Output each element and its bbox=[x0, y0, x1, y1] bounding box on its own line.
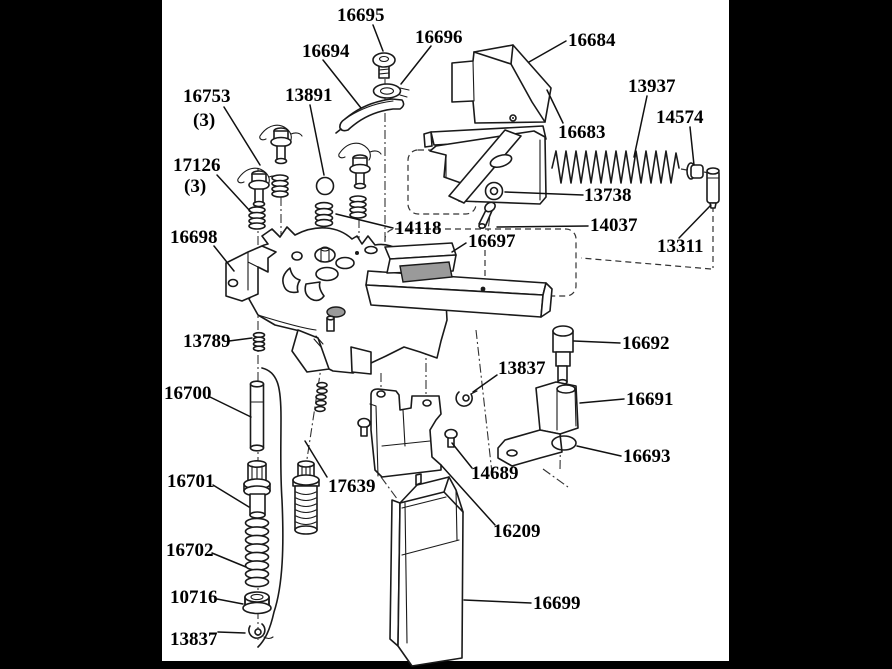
follower-16697 bbox=[384, 242, 457, 283]
part-label-16692: 16692 bbox=[622, 333, 670, 354]
grouping-brace bbox=[257, 367, 284, 648]
screw-14037 bbox=[478, 201, 496, 230]
spring-13937 bbox=[551, 150, 680, 184]
spring-16702 bbox=[244, 517, 270, 588]
pin-13311 bbox=[706, 167, 720, 209]
part-label-17126: 17126 bbox=[173, 155, 221, 176]
part-label-14574: 14574 bbox=[656, 107, 704, 128]
part-labels: 16695 16696 16694 16684 16753 (3) 13891 … bbox=[164, 5, 704, 650]
washer-16696 bbox=[372, 83, 410, 99]
piston-16701 bbox=[243, 459, 271, 519]
part-label-16701: 16701 bbox=[167, 471, 215, 492]
screw-16695 bbox=[372, 52, 396, 79]
valve-assembly-2 bbox=[259, 124, 303, 198]
part-label-13789: 13789 bbox=[183, 331, 231, 352]
part-label-13837-upper: 13837 bbox=[498, 358, 546, 379]
part-label-13937: 13937 bbox=[628, 76, 676, 97]
housing-16684 bbox=[451, 44, 552, 124]
oring-16693 bbox=[551, 435, 577, 451]
part-label-16753-qty: (3) bbox=[193, 110, 215, 131]
clip-13837-upper bbox=[455, 390, 478, 407]
part-label-16684: 16684 bbox=[568, 30, 616, 51]
part-label-16699: 16699 bbox=[533, 593, 581, 614]
spring-17126-3 bbox=[349, 195, 367, 219]
pin-16700 bbox=[249, 380, 265, 452]
clip-13837-lower bbox=[248, 623, 274, 640]
screw-14689-left bbox=[357, 417, 371, 437]
plate-16209 bbox=[369, 388, 442, 478]
spring-13789 bbox=[252, 331, 266, 352]
bracket-16698 bbox=[225, 245, 277, 302]
part-label-16683: 16683 bbox=[558, 122, 606, 143]
plug-14574 bbox=[686, 162, 704, 180]
part-label-16693: 16693 bbox=[623, 446, 671, 467]
part-label-13891: 13891 bbox=[285, 85, 333, 106]
part-label-17639: 17639 bbox=[328, 476, 376, 497]
part-label-14037: 14037 bbox=[590, 215, 638, 236]
pin-16692 bbox=[552, 325, 574, 386]
screw-14689-right bbox=[444, 428, 458, 448]
trigger-bracket bbox=[429, 129, 547, 205]
grommet-10716 bbox=[242, 591, 272, 615]
part-label-16702: 16702 bbox=[166, 540, 214, 561]
part-label-16696: 16696 bbox=[415, 27, 463, 48]
spring-14118 bbox=[314, 201, 334, 228]
magazine-16699 bbox=[389, 473, 464, 667]
part-label-14118: 14118 bbox=[395, 218, 441, 239]
part-label-13738: 13738 bbox=[584, 185, 632, 206]
part-label-16694: 16694 bbox=[302, 41, 350, 62]
part-label-16753: 16753 bbox=[183, 86, 231, 107]
part-label-10716: 10716 bbox=[170, 587, 218, 608]
leader-lines bbox=[209, 24, 712, 634]
part-label-16698: 16698 bbox=[170, 227, 218, 248]
bracket-16691 bbox=[497, 381, 579, 467]
valve-assembly-3 bbox=[338, 142, 382, 219]
part-label-16697: 16697 bbox=[468, 231, 516, 252]
part-label-17126-qty: (3) bbox=[184, 176, 206, 197]
part-label-14689: 14689 bbox=[471, 463, 519, 484]
plug-17639 bbox=[292, 460, 320, 535]
part-label-16695: 16695 bbox=[337, 5, 385, 26]
part-label-13837-lower: 13837 bbox=[170, 629, 218, 650]
spring-17126-1 bbox=[248, 206, 266, 230]
ball-13891 bbox=[315, 176, 335, 196]
part-label-13311: 13311 bbox=[657, 236, 703, 257]
part-label-16691: 16691 bbox=[626, 389, 674, 410]
part-label-16700: 16700 bbox=[164, 383, 212, 404]
lever-16694 bbox=[335, 98, 405, 134]
washer-13738 bbox=[484, 181, 504, 201]
spring-17639-upper bbox=[314, 381, 328, 413]
spring-17126-2 bbox=[271, 174, 289, 198]
valve-assembly-1 bbox=[237, 167, 281, 230]
part-label-16209: 16209 bbox=[493, 521, 541, 542]
